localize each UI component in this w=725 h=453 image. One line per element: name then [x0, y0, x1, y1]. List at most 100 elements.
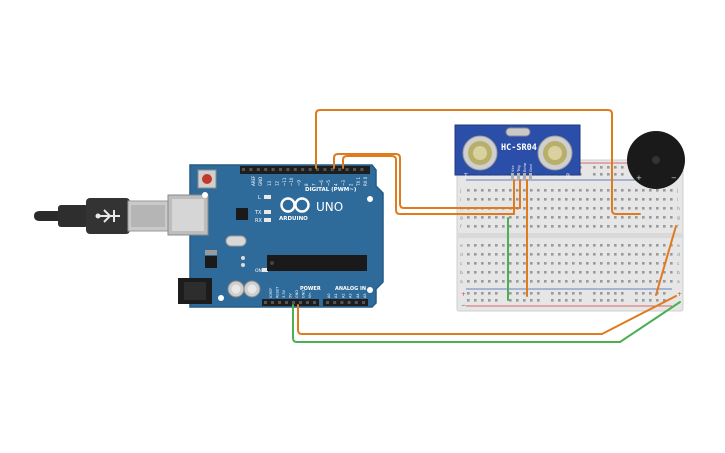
digital-pin-label: TX 1 — [356, 177, 361, 187]
header-pin[interactable] — [313, 301, 316, 304]
rail-plus-label-right: + — [677, 291, 682, 298]
row-letter: i — [677, 197, 678, 203]
svg-text:RX: RX — [255, 218, 262, 224]
wire-buzzer-signal — [315, 109, 641, 215]
power-pin-label: GND — [295, 290, 299, 298]
power-pin-label: IOREF — [269, 288, 273, 298]
header-pin[interactable] — [360, 168, 364, 171]
row-letter: g — [460, 216, 463, 221]
buzzer-minus-label: − — [671, 174, 677, 182]
header-pin[interactable] — [301, 168, 305, 171]
header-pin[interactable] — [333, 301, 337, 304]
power-pin-label: GND — [302, 290, 306, 298]
header-pin[interactable] — [316, 168, 319, 171]
digital-pin-label: 12 — [274, 180, 279, 186]
analog-pin-label: A1 — [334, 293, 338, 298]
analog-header-label: ANALOG IN — [335, 286, 366, 292]
header-pin[interactable] — [354, 301, 358, 304]
digital-header-label: DIGITAL (PWM~) — [305, 187, 357, 193]
header-pin[interactable] — [326, 301, 329, 304]
led-indicators: L TX RX — [254, 195, 271, 224]
digital-pin-label: 2 — [348, 183, 353, 186]
digital-pin-label: ~6 — [319, 180, 324, 186]
row-letter: f — [460, 224, 462, 230]
row-letter: g — [677, 216, 680, 221]
row-letter: c — [460, 262, 463, 267]
rail-minus-label: − — [461, 302, 466, 309]
reset-button[interactable] — [197, 169, 217, 189]
row-letter: i — [460, 197, 461, 203]
header-pin[interactable] — [271, 301, 274, 304]
usb-cable[interactable] — [34, 198, 169, 234]
sensor-pin-label: Trig — [516, 165, 521, 173]
header-pin[interactable] — [323, 168, 327, 171]
digital-pin-label: ~11 — [282, 177, 287, 186]
capacitors — [227, 280, 261, 298]
sensor-pin-label: Vcc — [510, 165, 515, 172]
wire-sensor-trig — [333, 153, 521, 209]
digital-pin-label: 13 — [267, 180, 272, 186]
header-pin[interactable] — [278, 301, 281, 304]
header-pin[interactable] — [306, 301, 309, 304]
digital-header[interactable] — [240, 166, 370, 174]
wire-5v — [297, 295, 677, 335]
row-letter: d — [677, 252, 680, 258]
sensor-t-label: T — [463, 173, 468, 180]
header-pin[interactable] — [340, 301, 344, 304]
power-pin-label: RESET — [276, 286, 280, 298]
header-pin[interactable] — [353, 168, 356, 171]
sensor-name: HC-SR04 — [501, 143, 537, 153]
wire-sensor-echo — [342, 155, 515, 215]
header-pin[interactable] — [264, 168, 268, 171]
header-pin[interactable] — [347, 301, 351, 304]
row-letter: b — [460, 270, 463, 276]
row-letter: e — [677, 244, 680, 249]
power-header[interactable] — [262, 299, 319, 306]
header-pin[interactable] — [293, 168, 297, 171]
header-pin[interactable] — [249, 168, 253, 171]
voltage-regulator — [205, 256, 217, 268]
piezo-buzzer[interactable]: + − — [627, 131, 685, 189]
row-letter: e — [460, 244, 463, 249]
usb-chip — [236, 208, 248, 220]
row-letter: a — [460, 280, 463, 285]
header-pin[interactable] — [286, 168, 290, 171]
header-pin[interactable] — [362, 301, 365, 304]
atmega-chip — [267, 255, 367, 271]
sensor-pin-label: Echo — [522, 162, 527, 172]
row-letter: d — [460, 252, 463, 258]
header-pin[interactable] — [256, 168, 260, 171]
analog-pin-label: A3 — [349, 293, 353, 298]
transmitter-transducer — [462, 135, 498, 171]
power-pin-label: Vin — [308, 292, 312, 298]
digital-pin-label: 7 — [311, 183, 316, 186]
header-pin[interactable] — [345, 168, 349, 171]
header-pin[interactable] — [242, 168, 245, 171]
header-pin[interactable] — [292, 301, 295, 304]
header-pin[interactable] — [330, 168, 334, 171]
svg-text:TX: TX — [254, 210, 262, 216]
digital-pin-label: RX 0 — [363, 176, 368, 186]
analog-header[interactable] — [323, 299, 368, 306]
arduino-logo: ARDUINO — [279, 197, 310, 222]
header-pin[interactable] — [279, 168, 282, 171]
header-pin[interactable] — [285, 301, 288, 304]
header-pin[interactable] — [271, 168, 275, 171]
digital-pin-label: ~5 — [326, 180, 331, 186]
wires[interactable] — [292, 109, 681, 343]
wire-gnd — [292, 301, 681, 343]
header-pin[interactable] — [308, 168, 312, 171]
header-pin[interactable] — [338, 168, 342, 171]
header-pin[interactable] — [264, 301, 267, 304]
crystal — [225, 235, 247, 247]
header-pin[interactable] — [299, 301, 302, 304]
aref-label: AREF — [251, 175, 256, 186]
digital-pin-label: 8 — [304, 183, 309, 186]
board-model-label: UNO — [316, 200, 343, 214]
